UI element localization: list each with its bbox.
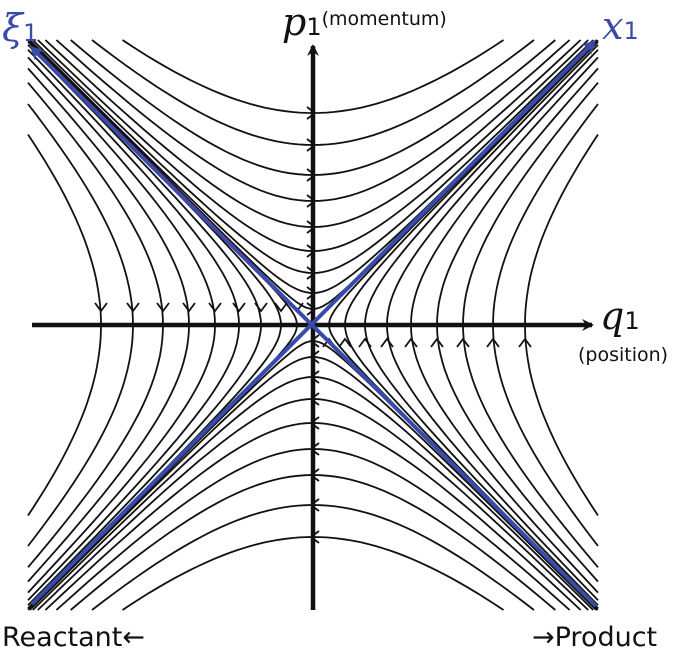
flow-arrow	[486, 337, 500, 348]
flow-arrow	[430, 337, 444, 348]
q-unit: (position)	[578, 344, 669, 366]
flow-arrow	[156, 302, 170, 313]
xi1-label: ξ1	[2, 8, 38, 53]
x-symbol: x	[602, 4, 624, 48]
flow-arrow	[518, 337, 532, 348]
xi-subscript: 1	[22, 19, 39, 47]
flow-arrow	[358, 337, 372, 348]
q-subscript: 1	[624, 307, 640, 335]
x-subscript: 1	[623, 17, 639, 45]
flow-arrow	[404, 337, 418, 348]
x1-separatrix	[30, 39, 597, 606]
flow-arrow	[338, 337, 352, 348]
xi1-separatrix	[29, 45, 598, 608]
flow-arrow	[380, 337, 394, 348]
flow-arrow	[254, 302, 268, 313]
flow-arrow	[232, 302, 246, 313]
xi-symbol: ξ	[2, 6, 23, 50]
q-axis-label: q1	[600, 296, 640, 341]
flow-arrow	[456, 337, 470, 348]
reactant-label: Reactant←	[2, 622, 146, 653]
p-axis-label: p1(momentum)	[282, 2, 447, 49]
p-unit: (momentum)	[321, 8, 447, 30]
flow-arrow	[126, 302, 140, 313]
flow-arrow	[182, 302, 196, 313]
flow-arrow	[94, 302, 108, 313]
p-symbol: p	[282, 0, 307, 44]
product-label: →Product	[532, 622, 658, 653]
p-subscript: 1	[306, 13, 322, 41]
x1-label: x1	[602, 6, 639, 51]
flow-arrow	[274, 302, 288, 313]
flow-arrow-group	[94, 106, 532, 544]
flow-arrow	[208, 302, 222, 313]
q-symbol: q	[600, 294, 625, 338]
